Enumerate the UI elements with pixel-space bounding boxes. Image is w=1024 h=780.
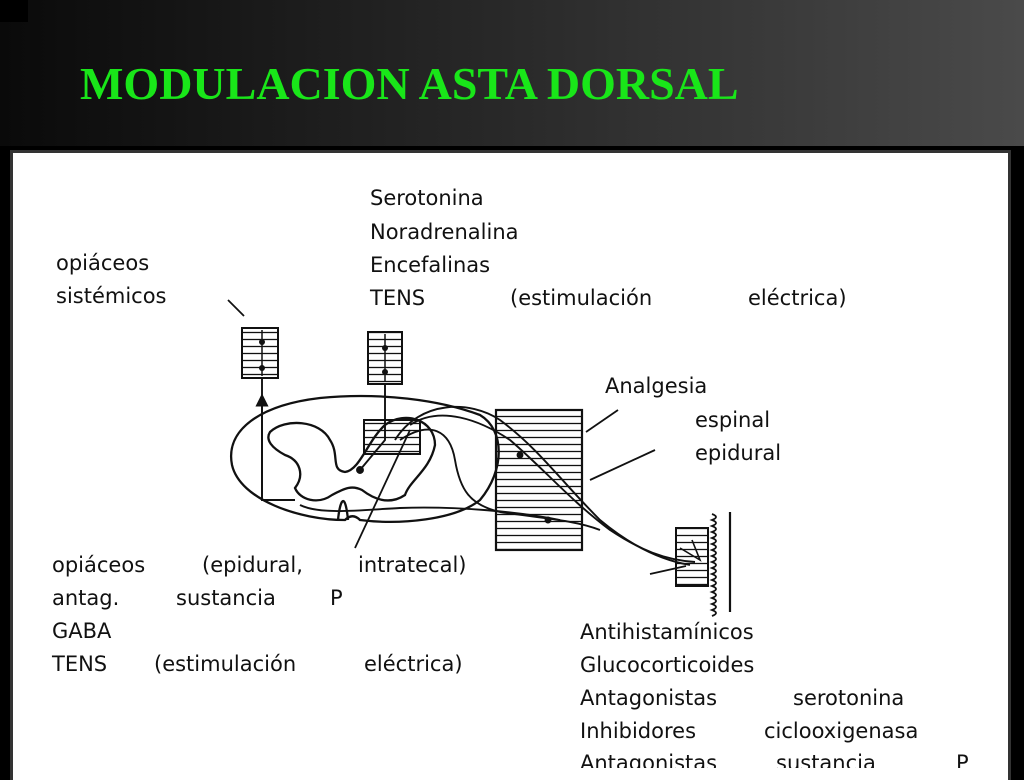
epidural-hatch [494,408,584,552]
svg-text:espinal: espinal [695,408,770,432]
anterior-fissure [336,500,350,521]
svg-text:Inhibidores: Inhibidores [580,719,696,743]
grey-matter-outline [267,416,437,502]
systemic-opioid-receptor [241,327,279,379]
svg-text:Glucocorticoides: Glucocorticoides [580,653,754,677]
nerve-fibers [255,378,696,566]
svg-text:Antagonistas: Antagonistas [580,751,717,768]
svg-text:Serotonina: Serotonina [370,186,484,210]
svg-text:Antihistamínicos: Antihistamínicos [580,620,754,644]
svg-text:ciclooxigenasa: ciclooxigenasa [764,719,918,743]
svg-text:TENS: TENS [369,286,425,310]
svg-text:GABA: GABA [52,619,112,643]
spinal-cord-section [229,394,500,523]
peripheral-receptor [675,512,732,617]
svg-text:sustancia: sustancia [176,586,276,610]
svg-text:Analgesia: Analgesia [605,374,707,398]
slide-header: MODULACION ASTA DORSAL [0,0,1024,146]
svg-text:serotonina: serotonina [793,686,904,710]
svg-text:(estimulación: (estimulación [154,652,296,676]
svg-text:P: P [956,751,969,768]
svg-text:opiáceos: opiáceos [52,553,145,577]
svg-text:Encefalinas: Encefalinas [370,253,490,277]
svg-text:eléctrica): eléctrica) [364,652,463,676]
svg-text:(epidural,: (epidural, [202,553,303,577]
spinal-drugs-label: opiáceos (epidural, intratecal) antag. s… [51,553,466,676]
svg-text:antag.: antag. [52,586,119,610]
slide-title: MODULACION ASTA DORSAL [80,58,739,109]
descending-receptor [367,331,403,385]
pointer-lines [227,299,687,575]
svg-text:eléctrica): eléctrica) [748,286,847,310]
peripheral-drugs-label: Antihistamínicos Glucocorticoides Antago… [580,620,969,768]
svg-text:intratecal): intratecal) [358,553,466,577]
systemic-opioids-label: opiáceos sistémicos [56,251,167,308]
svg-text:P: P [330,586,343,610]
analgesia-label: Analgesia espinal epidural [605,374,781,465]
dorsal-horn-hatch [363,419,421,455]
svg-text:sistémicos: sistémicos [56,284,167,308]
svg-text:Noradrenalina: Noradrenalina [370,220,519,244]
descending-modulators-label: Serotonina Noradrenalina Encefalinas TEN… [369,186,847,310]
svg-text:(estimulación: (estimulación [510,286,652,310]
white-matter-outline [229,394,500,523]
corner-mark [0,0,28,22]
svg-text:epidural: epidural [695,441,781,465]
svg-text:opiáceos: opiáceos [56,251,149,275]
svg-text:Antagonistas: Antagonistas [580,686,717,710]
svg-text:sustancia: sustancia [776,751,876,768]
svg-text:TENS: TENS [51,652,107,676]
